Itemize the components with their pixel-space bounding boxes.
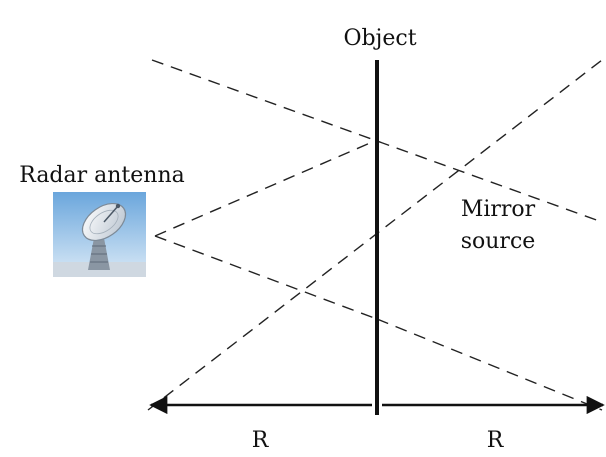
range-label-left: R bbox=[252, 428, 270, 453]
mirror-source-label-line1: Mirror bbox=[461, 197, 536, 222]
radar-dish-icon bbox=[53, 192, 146, 277]
range-label-right: R bbox=[487, 428, 505, 453]
ray-antenna-down bbox=[154, 235, 378, 320]
mirror-source-label-line2: source bbox=[461, 229, 536, 254]
ray-mirror-down-right bbox=[376, 318, 603, 411]
ray-antenna-up bbox=[154, 139, 378, 237]
radar-antenna-label: Radar antenna bbox=[19, 163, 185, 188]
object-label: Object bbox=[343, 26, 416, 51]
